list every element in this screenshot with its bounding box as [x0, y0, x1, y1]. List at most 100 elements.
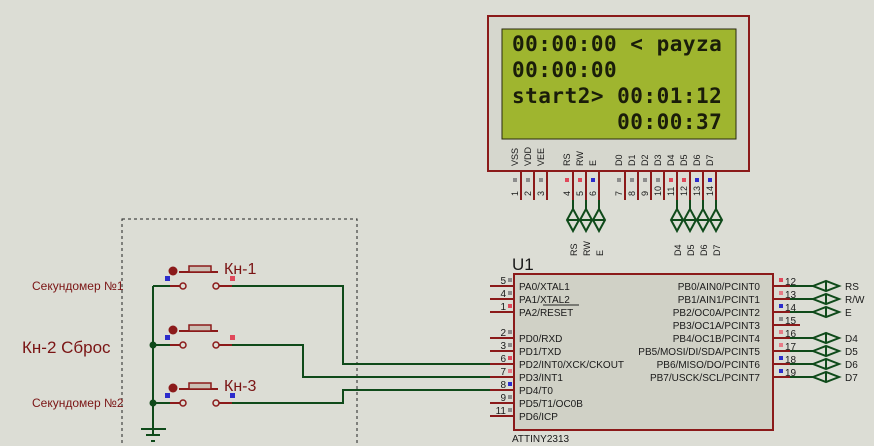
lcd-terminal-d5[interactable]: D5: [682, 200, 698, 256]
push-button-2[interactable]: Кн-2 Сброс: [22, 324, 235, 357]
terminal-icon: [810, 305, 842, 319]
button-cap: [188, 382, 212, 390]
mcu-u1[interactable]: U1 ATTINY2313 5PA0/XTAL14PA1/XTAL21PA2/R…: [490, 255, 865, 445]
lcd-pin-number: 13: [692, 186, 702, 196]
lcd-screen: [501, 28, 737, 140]
pin-state-indicator: [508, 304, 512, 308]
lcd-pin-rw[interactable]: RW5: [575, 151, 587, 200]
lcd-pin-label: D0: [614, 154, 624, 166]
actuator-dot[interactable]: [168, 266, 178, 276]
lcd-pin-label: D5: [679, 154, 689, 166]
pin-state-indicator: [779, 317, 783, 321]
pin-state-indicator: [591, 178, 595, 182]
pin-state-indicator: [682, 178, 686, 182]
pin-state-indicator: [779, 291, 783, 295]
lcd-terminal-e[interactable]: E: [591, 200, 607, 256]
pin-name: PD4/T0: [519, 386, 553, 397]
lcd-pin-number: 7: [614, 191, 624, 196]
lcd-pin-number: 11: [666, 187, 676, 196]
lcd-pin-d1[interactable]: D18: [627, 154, 639, 200]
lcd-pin-d6[interactable]: D6 13: [692, 154, 704, 200]
pin-state-indicator: [779, 330, 783, 334]
lcd-pin-number: 12: [679, 186, 689, 196]
pin-name: PB6/MISO/DO/PCINT6: [657, 360, 761, 371]
pin-state-indicator: [708, 178, 712, 182]
lcd-pin-number: 6: [588, 191, 598, 196]
lcd-pin-label: D6: [692, 154, 702, 166]
button-ref: Кн-3: [224, 378, 256, 395]
pin-state-indicator: [508, 356, 512, 360]
lcd-pin-label: D1: [627, 154, 637, 166]
terminal-label: D5: [686, 244, 696, 256]
pin-state-indicator: [539, 178, 543, 182]
pin-name: PB2/OC0A/PCINT2: [673, 308, 761, 319]
lcd-pin-number: 5: [575, 191, 585, 196]
pin-state-indicator: [508, 408, 512, 412]
pin-state-indicator: [513, 178, 517, 182]
actuator-dot[interactable]: [168, 383, 178, 393]
lcd-terminal-rs[interactable]: RS: [565, 200, 581, 256]
terminal-label: R/W: [845, 295, 865, 306]
lcd-pin-rs[interactable]: RS4: [562, 153, 574, 200]
lcd-pin-d5[interactable]: D5 12: [679, 154, 691, 200]
pin-state-indicator: [526, 178, 530, 182]
pin-state-indicator: [643, 178, 647, 182]
button-ref: Кн-1: [224, 261, 256, 278]
pin-state-indicator: [165, 335, 170, 340]
pin-number: 15: [785, 316, 797, 327]
terminal-icon: [810, 292, 842, 306]
pin-number: 6: [500, 354, 506, 365]
mcu-body: [513, 273, 774, 431]
lcd-terminal-d4[interactable]: D4: [669, 200, 685, 256]
pin-state-indicator: [508, 330, 512, 334]
terminal-label: RW: [582, 241, 592, 256]
lcd-pin-e[interactable]: E6: [588, 160, 600, 200]
terminal-icon: [591, 206, 607, 234]
pin-name: PA1/XTAL2: [519, 295, 570, 306]
actuator-dot[interactable]: [168, 325, 178, 335]
pin-number: 11: [496, 406, 507, 417]
lcd-pin-d0[interactable]: D0 7: [614, 154, 626, 200]
terminal-icon: [565, 206, 581, 234]
lcd-display[interactable]: 00:00:00 < payza 00:00:00 start2> 00:01:…: [487, 15, 750, 256]
pin-number: 2: [500, 328, 506, 339]
pin-state-indicator: [695, 178, 699, 182]
pin-state-indicator: [779, 369, 783, 373]
pin-state-indicator: [508, 278, 512, 282]
lcd-pin-number: 1: [510, 191, 520, 196]
pin-state-indicator: [508, 291, 512, 295]
lcd-terminal-d6[interactable]: D6: [695, 200, 711, 256]
lcd-terminal-d7[interactable]: D7: [708, 200, 724, 256]
terminal-label: D6: [845, 360, 858, 371]
lcd-terminal-rw[interactable]: RW: [578, 200, 594, 256]
lcd-pin-d2[interactable]: D29: [640, 154, 652, 200]
pin-state-indicator: [508, 395, 512, 399]
